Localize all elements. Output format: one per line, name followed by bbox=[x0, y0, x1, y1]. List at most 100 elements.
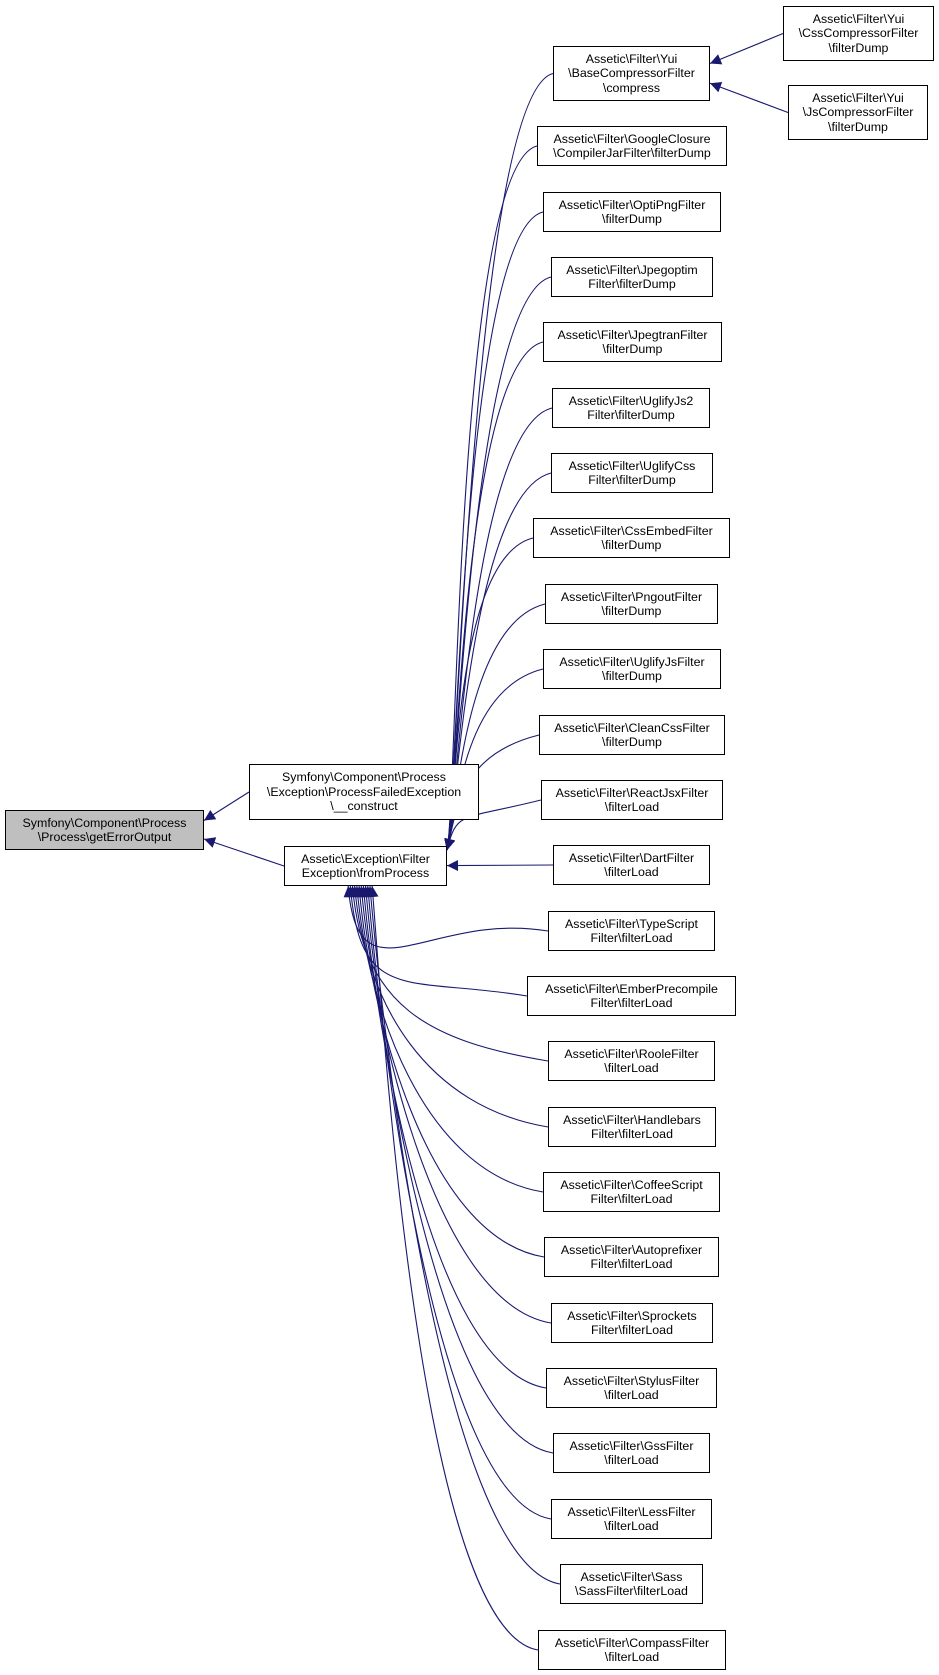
node-label-line: Assetic\Filter\LessFilter bbox=[567, 1504, 696, 1519]
call-edge-yui_base-to-from_process bbox=[444, 72, 554, 851]
node-root-get-error-output[interactable]: Symfony\Component\Process\Process\getErr… bbox=[5, 810, 204, 850]
node-cssembed-filter-dump[interactable]: Assetic\Filter\CssEmbedFilter\filterDump bbox=[533, 518, 730, 558]
node-label-line: Filter\filterLoad bbox=[590, 1192, 673, 1206]
node-label-line: Assetic\Filter\DartFilter bbox=[568, 850, 695, 865]
call-edge-yui_css-to-yui_base bbox=[709, 32, 784, 65]
node-process-failed-exception-construct[interactable]: Symfony\Component\Process\Exception\Proc… bbox=[249, 764, 479, 820]
node-label-line: Assetic\Filter\Sprockets bbox=[567, 1308, 697, 1323]
node-label-line: Assetic\Filter\Yui bbox=[812, 11, 905, 26]
node-compass-filter-load[interactable]: Assetic\Filter\CompassFilter\filterLoad bbox=[538, 1630, 726, 1670]
node-label-line: Exception\fromProcess bbox=[301, 866, 430, 880]
call-edge-cssembed-to-from_process bbox=[444, 537, 534, 851]
node-dart-filter-load[interactable]: Assetic\Filter\DartFilter\filterLoad bbox=[553, 845, 710, 885]
node-label-line: \filterDump bbox=[601, 538, 662, 552]
node-label-line: Filter\filterDump bbox=[588, 277, 676, 291]
node-roole-filter-load[interactable]: Assetic\Filter\RooleFilter\filterLoad bbox=[548, 1041, 715, 1081]
node-label-line: \filterDump bbox=[828, 119, 888, 134]
node-label-line: Filter\filterLoad bbox=[590, 996, 673, 1010]
node-label-line: \compress bbox=[602, 80, 661, 95]
node-label-line: Symfony\Component\Process bbox=[282, 770, 446, 785]
node-label-line: Assetic\Filter\OptiPngFilter bbox=[558, 197, 706, 212]
node-cleancss-filter-dump[interactable]: Assetic\Filter\CleanCssFilter\filterDump bbox=[539, 715, 725, 755]
node-label-line: \filterDump bbox=[602, 735, 662, 749]
node-label-line: Assetic\Filter\CompassFilter bbox=[554, 1635, 710, 1650]
call-edge-compass-to-from_process bbox=[367, 885, 539, 1651]
node-label-line: Assetic\Filter\GoogleClosure bbox=[553, 131, 711, 146]
node-label-line: \BaseCompressorFilter bbox=[568, 66, 695, 81]
node-jpegtran-filter-dump[interactable]: Assetic\Filter\JpegtranFilter\filterDump bbox=[543, 322, 722, 362]
node-label-line: Symfony\Component\Process bbox=[22, 815, 187, 830]
node-yui-css-compressor-filter-dump[interactable]: Assetic\Filter\Yui\CssCompressorFilter\f… bbox=[783, 6, 934, 61]
node-label-line: Assetic\Filter\StylusFilter bbox=[563, 1373, 700, 1388]
node-label-line: Assetic\Filter\EmberPrecompile bbox=[545, 981, 718, 996]
node-label-line: Assetic\Filter\Autoprefixer bbox=[560, 1242, 703, 1257]
call-edge-roole-to-from_process bbox=[347, 885, 549, 1062]
node-label-line: \CompilerJarFilter\filterDump bbox=[553, 146, 711, 160]
call-edge-emberprecompile-to-from_process bbox=[345, 885, 528, 997]
node-label-line: Assetic\Filter\UglifyCss bbox=[568, 458, 696, 473]
node-label-line: \Exception\ProcessFailedException bbox=[266, 784, 462, 799]
node-label-line: Assetic\Filter\CoffeeScript bbox=[560, 1177, 703, 1192]
node-stylus-filter-load[interactable]: Assetic\Filter\StylusFilter\filterLoad bbox=[546, 1368, 717, 1408]
node-label-line: Filter\filterLoad bbox=[590, 1257, 673, 1271]
node-label-line: Filter\filterDump bbox=[587, 408, 675, 422]
node-label-line: Assetic\Filter\CssEmbedFilter bbox=[550, 523, 713, 538]
node-label-line: Assetic\Filter\RooleFilter bbox=[564, 1046, 699, 1061]
node-label-line: Assetic\Filter\Jpegoptim bbox=[566, 262, 698, 277]
node-less-filter-load[interactable]: Assetic\Filter\LessFilter\filterLoad bbox=[551, 1499, 712, 1539]
node-label-line: \filterDump bbox=[828, 40, 889, 55]
call-edge-autoprefixer-to-from_process bbox=[354, 885, 545, 1258]
node-label-line: Assetic\Filter\Yui bbox=[812, 90, 904, 105]
node-label-line: \CssCompressorFilter bbox=[798, 26, 919, 41]
node-gss-filter-load[interactable]: Assetic\Filter\GssFilter\filterLoad bbox=[553, 1433, 710, 1473]
node-label-line: Assetic\Filter\PngoutFilter bbox=[560, 589, 703, 604]
node-pngout-filter-dump[interactable]: Assetic\Filter\PngoutFilter\filterDump bbox=[545, 584, 718, 624]
node-label-line: \filterLoad bbox=[604, 1650, 660, 1664]
call-edge-handlebars-to-from_process bbox=[350, 885, 549, 1128]
node-label-line: Assetic\Filter\Yui bbox=[585, 51, 678, 66]
node-label-line: \filterLoad bbox=[604, 1388, 659, 1402]
call-edge-process_failed-to-root bbox=[203, 791, 250, 821]
node-label-line: Filter\filterLoad bbox=[591, 1323, 673, 1337]
node-optipng-filter-dump[interactable]: Assetic\Filter\OptiPngFilter\filterDump bbox=[543, 192, 721, 232]
node-label-line: Assetic\Filter\Sass bbox=[580, 1569, 683, 1584]
node-label-line: Assetic\Filter\UglifyJs2 bbox=[568, 393, 694, 408]
node-label-line: Assetic\Filter\Handlebars bbox=[563, 1112, 701, 1127]
node-label-line: \filterLoad bbox=[604, 800, 660, 814]
node-label-line: Filter\filterLoad bbox=[591, 1127, 673, 1141]
call-edge-dart-to-from_process bbox=[446, 860, 554, 872]
node-reactjsx-filter-load[interactable]: Assetic\Filter\ReactJsxFilter\filterLoad bbox=[541, 780, 723, 820]
node-google-closure-compiler-jar-filter-dump[interactable]: Assetic\Filter\GoogleClosure\CompilerJar… bbox=[537, 126, 727, 166]
node-label-line: \__construct bbox=[330, 799, 398, 814]
node-label-line: Assetic\Filter\UglifyJsFilter bbox=[559, 654, 705, 669]
node-label-line: \JsCompressorFilter bbox=[802, 105, 914, 120]
node-label-line: \filterLoad bbox=[604, 1061, 659, 1075]
node-label-line: Assetic\Filter\GssFilter bbox=[569, 1438, 694, 1453]
call-edge-sass-to-from_process bbox=[365, 885, 561, 1585]
node-label-line: \filterLoad bbox=[604, 1519, 659, 1533]
node-sass-filter-load[interactable]: Assetic\Filter\Sass\SassFilter\filterLoa… bbox=[560, 1564, 703, 1604]
node-yui-base-compressor-compress[interactable]: Assetic\Filter\Yui\BaseCompressorFilter\… bbox=[553, 46, 710, 101]
node-label-line: \filterDump bbox=[602, 669, 662, 683]
node-label-line: \filterDump bbox=[602, 212, 662, 226]
call-edge-less-to-from_process bbox=[363, 885, 552, 1520]
node-label-line: \filterLoad bbox=[604, 1453, 659, 1467]
node-yui-js-compressor-filter-dump[interactable]: Assetic\Filter\Yui\JsCompressorFilter\fi… bbox=[788, 85, 928, 140]
node-uglifyjs-filter-dump[interactable]: Assetic\Filter\UglifyJsFilter\filterDump bbox=[543, 649, 721, 689]
node-label-line: Filter\filterDump bbox=[588, 473, 676, 487]
node-label-line: \filterDump bbox=[602, 342, 663, 356]
node-label-line: Assetic\Filter\JpegtranFilter bbox=[557, 327, 708, 342]
call-edge-yui_js-to-yui_base bbox=[709, 81, 789, 114]
